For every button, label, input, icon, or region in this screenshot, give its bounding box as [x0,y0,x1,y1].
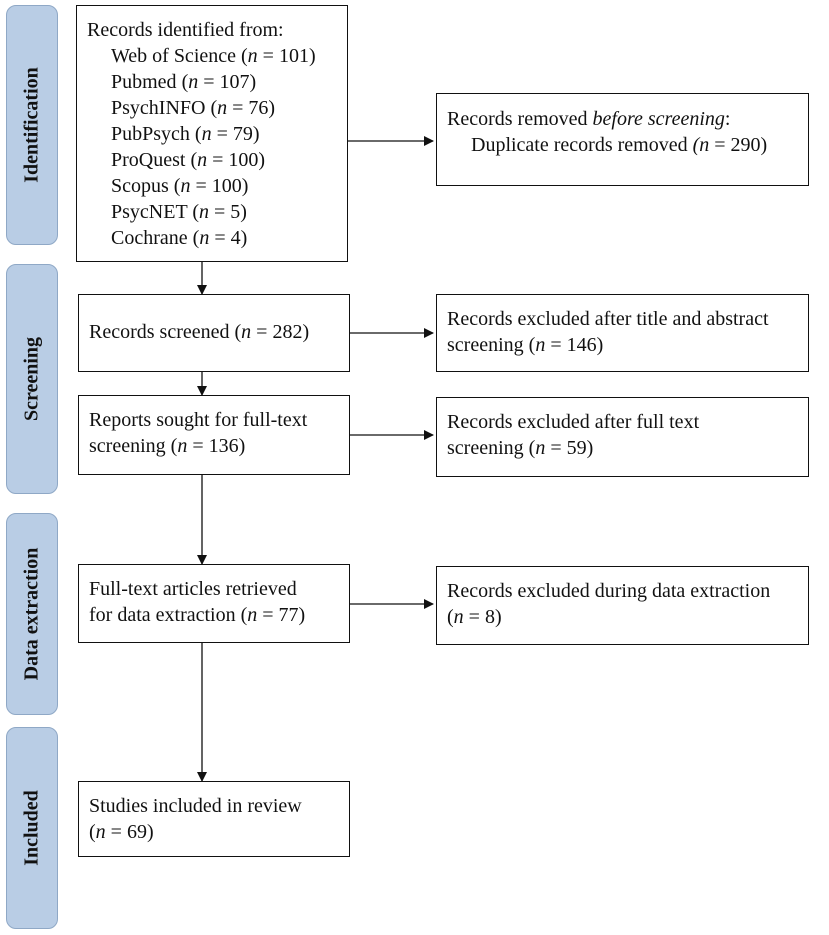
records-screened-box: Records screened (n = 282) [78,294,350,372]
source-name: Scopus [111,175,169,197]
source-name: PsycNET [111,201,188,223]
source-name: ProQuest [111,149,186,171]
source-count: 4 [230,227,241,249]
duplicates-removed: Duplicate records removed (n = 290) [471,134,768,156]
excluded-title-abstract-box: Records excluded after title and abstrac… [436,294,809,372]
source-name: Pubmed [111,71,177,93]
source-item: Scopus (n = 100) [111,175,249,197]
source-count: 101 [278,45,309,67]
source-item: PsycNET (n = 5) [111,201,247,223]
source-item: ProQuest (n = 100) [111,149,266,171]
records-removed-heading: Records removed before screening: [447,108,731,130]
source-count: 107 [219,71,250,93]
phase-included: Included [6,727,58,929]
phase-identification: Identification [6,5,58,245]
source-name: PsychINFO [111,97,206,119]
reports-sought-line1: Reports sought for full-text [89,409,308,431]
full-text-retrieved-box: Full-text articles retrieved for data ex… [78,564,350,643]
reports-sought-box: Reports sought for full-text screening (… [78,395,350,475]
source-item: Cochrane (n = 4) [111,227,248,249]
records-identified-box: Records identified from: Web of Science … [76,5,348,262]
source-item: PsychINFO (n = 76) [111,97,276,119]
source-name: Cochrane [111,227,188,249]
excluded-data-extraction-box: Records excluded during data extraction … [436,566,809,645]
excluded-full-text-box: Records excluded after full text screeni… [436,397,809,477]
phase-screening: Screening [6,264,58,494]
records-removed-box: Records removed before screening: Duplic… [436,93,809,186]
source-count: 100 [211,175,242,197]
full-text-retrieved-line1: Full-text articles retrieved [89,578,297,600]
source-count: 5 [230,201,241,223]
source-item: Pubmed (n = 107) [111,71,257,93]
source-item: Web of Science (n = 101) [111,45,316,67]
excluded-title-abstract-line1: Records excluded after title and abstrac… [447,308,769,330]
studies-included-box: Studies included in review (n = 69) [78,781,350,857]
excluded-full-text-line2: screening (n = 59) [447,437,594,459]
source-name: PubPsych [111,123,190,145]
reports-sought-line2: screening (n = 136) [89,435,246,457]
excluded-full-text-line1: Records excluded after full text [447,411,700,433]
source-count: 79 [232,123,253,145]
records-screened-text: Records screened (n = 282) [89,321,310,343]
source-count: 100 [228,149,259,171]
records-identified-header: Records identified from: [87,19,284,41]
source-count: 76 [248,97,269,119]
source-name: Web of Science [111,45,236,67]
studies-included-line1: Studies included in review [89,795,302,817]
studies-included-line2: (n = 69) [89,821,154,843]
excluded-title-abstract-line2: screening (n = 146) [447,334,604,356]
source-item: PubPsych (n = 79) [111,123,260,145]
excluded-data-extraction-line1: Records excluded during data extraction [447,580,771,602]
full-text-retrieved-line2: for data extraction (n = 77) [89,604,306,626]
excluded-data-extraction-line2: (n = 8) [447,606,502,628]
sources-list: Web of Science (n = 101) Pubmed (n = 107)… [87,43,337,251]
phase-data-extraction: Data extraction [6,513,58,715]
